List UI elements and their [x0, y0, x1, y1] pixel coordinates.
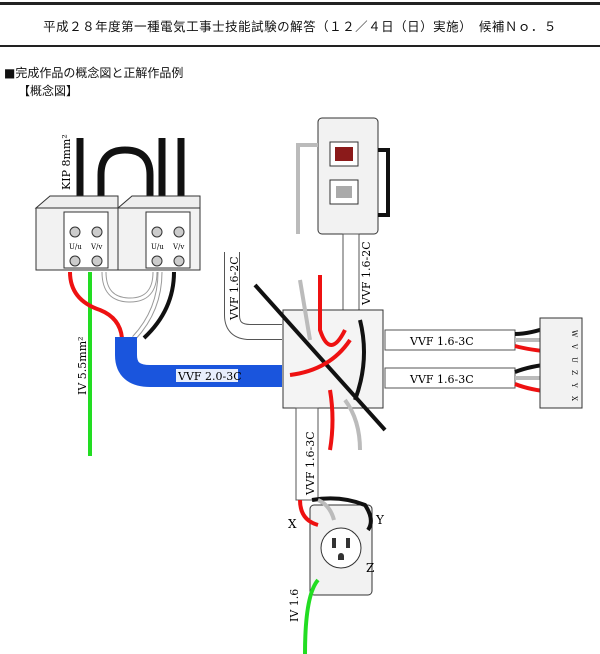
tb-label-z: Z — [570, 370, 578, 375]
top-rule — [0, 2, 600, 5]
terminal-label-v: V/v — [90, 243, 102, 251]
iv16-label: IV 1.6 — [288, 589, 301, 622]
power-terminal-block-2: U/u V/v — [116, 195, 201, 271]
switch-toggle — [329, 179, 359, 205]
white-wire — [132, 271, 162, 340]
tb-label-w: W — [570, 330, 578, 338]
terminal-label-u: U/u — [69, 243, 82, 251]
vvf16-3c-lower-label: VVF 1.6-3C — [409, 373, 474, 386]
iv55-label: IV 5.5mm² — [76, 336, 89, 395]
vvf16-3c-bottom-cable — [295, 407, 319, 501]
red-wire — [68, 271, 124, 339]
vvf20-cable — [115, 337, 282, 387]
page-title: 平成２８年度第一種電気工事士技能試験の解答（１２／４日（日）実施） 候補Ｎｏ．５ — [43, 19, 557, 34]
diagram-subheading: 【概念図】 — [18, 84, 79, 98]
black-wire — [142, 271, 176, 340]
title-rule — [0, 45, 600, 47]
vvf20-label: VVF 2.0-3C — [177, 370, 242, 383]
junction-wires — [253, 275, 387, 451]
switch-plate — [317, 117, 379, 235]
label-y: Y — [375, 513, 385, 527]
vvf16-2c-top-label: VVF 1.6-2C — [360, 241, 373, 306]
vvf16-2c-left-label: VVF 1.6-2C — [228, 256, 241, 321]
power-terminal-block-1: U/u V/v — [34, 195, 119, 271]
vvf16-2c-top-cable — [342, 233, 360, 313]
tb-label-x: X — [570, 396, 578, 401]
label-x: X — [288, 517, 297, 531]
iv16-green-wire — [303, 578, 320, 654]
vvf16-2c-left-cable — [225, 252, 282, 339]
tb-label-y: Y — [570, 382, 578, 388]
kip-label: KIP 8mm² — [60, 134, 73, 190]
terminal-label-u: U/u — [151, 243, 164, 251]
vvf16-3c-upper-label: VVF 1.6-3C — [409, 335, 474, 348]
tb-label-v: V — [570, 343, 578, 350]
terminal-label-v: V/v — [172, 243, 184, 251]
tb-label-u: U — [570, 357, 578, 363]
load-terminal-block: W V U Z Y X — [539, 317, 583, 409]
pilot-lamp — [335, 147, 353, 161]
white-jumper-wire — [102, 271, 157, 302]
section-heading: ■完成作品の概念図と正解作品例 — [4, 66, 184, 80]
vvf16-3c-bottom-label: VVF 1.6-3C — [304, 431, 317, 496]
label-z: Z — [366, 561, 374, 575]
